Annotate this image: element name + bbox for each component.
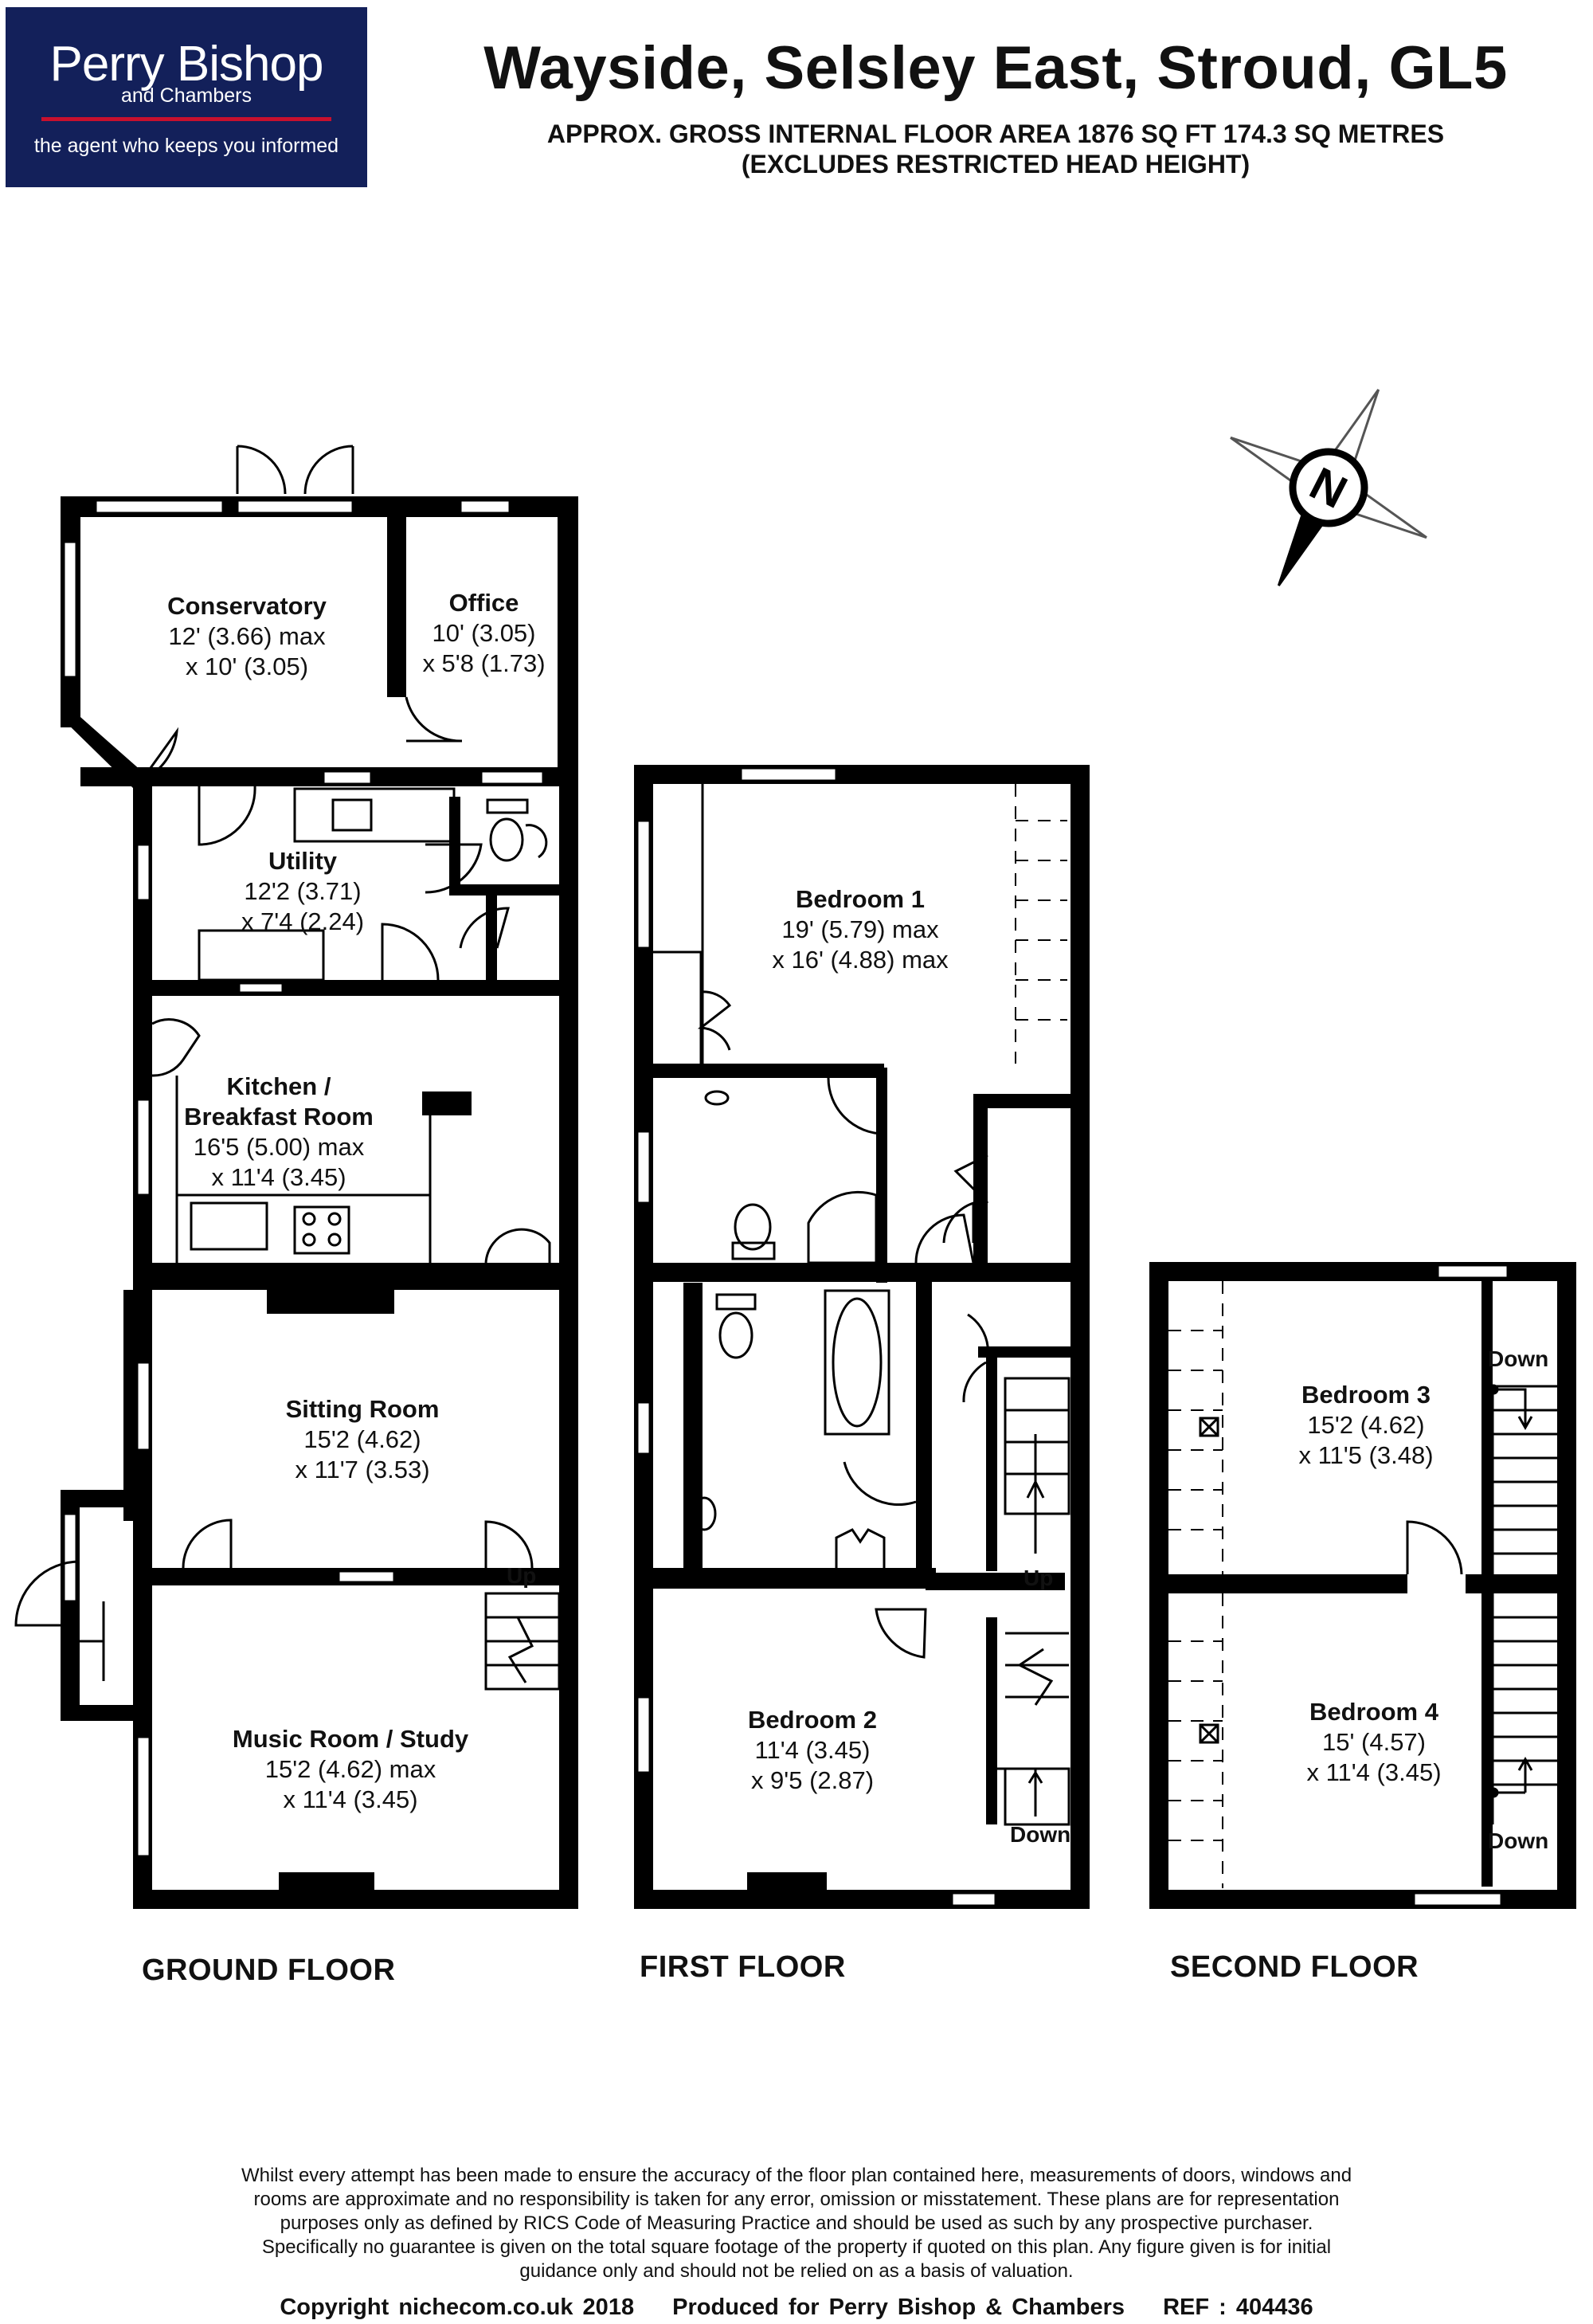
floor-label-second: SECOND FLOOR (1170, 1950, 1419, 1984)
floor-area-line1: APPROX. GROSS INTERNAL FLOOR AREA 1876 S… (546, 120, 1445, 148)
room-music-study: Music Room / Study 15'2 (4.62) max x 11'… (199, 1724, 502, 1815)
room-bedroom-3: Bedroom 3 15'2 (4.62) x 11'5 (3.48) (1266, 1380, 1466, 1471)
room-dimension: x 10' (3.05) (185, 653, 309, 680)
room-name-line2: Breakfast Room (184, 1103, 374, 1131)
footer-reference: REF : 404436 (1163, 2295, 1313, 2320)
room-dimension: x 5'8 (1.73) (422, 649, 546, 677)
room-name: Bedroom 2 (748, 1706, 877, 1734)
room-dimension: 15'2 (4.62) (303, 1425, 421, 1453)
logo-tagline: the agent who keeps you informed (33, 135, 339, 157)
property-title: Wayside, Selsley East, Stroud, GL5 (483, 34, 1508, 102)
footer-produced-for: Produced for Perry Bishop & Chambers (672, 2295, 1125, 2320)
room-name: Music Room / Study (232, 1725, 469, 1753)
room-conservatory: Conservatory 12' (3.66) max x 10' (3.05) (135, 591, 358, 682)
room-dimension: x 7'4 (2.24) (241, 907, 365, 935)
room-name: Bedroom 3 (1301, 1381, 1431, 1409)
footer-copyright: Copyright nichecom.co.uk 2018 (280, 2295, 635, 2320)
stairs-up-label: Up (1024, 1566, 1054, 1590)
room-bedroom-4: Bedroom 4 15' (4.57) x 11'4 (3.45) (1274, 1697, 1474, 1788)
room-dimension: x 11'4 (3.45) (1306, 1758, 1442, 1786)
room-name: Utility (268, 847, 338, 875)
footer: Copyright nichecom.co.uk 2018 Produced f… (0, 2295, 1593, 2321)
room-dimension: 11'4 (3.45) (754, 1736, 871, 1764)
disclaimer: Whilst every attempt has been made to en… (183, 2164, 1410, 2283)
stairs-down-label: Down (1010, 1822, 1071, 1847)
room-bedroom-1: Bedroom 1 19' (5.79) max x 16' (4.88) ma… (749, 884, 972, 975)
room-name: Bedroom 1 (796, 885, 925, 913)
logo-rule (41, 117, 331, 121)
room-dimension: 10' (3.05) (432, 619, 536, 647)
room-name: Office (448, 589, 519, 617)
room-dimension: x 11'5 (3.48) (1298, 1441, 1434, 1469)
room-office: Office 10' (3.05) x 5'8 (1.73) (410, 588, 558, 679)
room-dimension: 12'2 (3.71) (244, 877, 362, 905)
stairs-down-label: Down (1488, 1828, 1549, 1853)
room-bedroom-2: Bedroom 2 11'4 (3.45) x 9'5 (2.87) (721, 1705, 904, 1796)
north-compass-icon: N (1230, 389, 1427, 586)
room-utility: Utility 12'2 (3.71) x 7'4 (2.24) (207, 846, 398, 937)
room-name: Kitchen / (226, 1072, 331, 1100)
room-dimension: 15' (4.57) (1322, 1728, 1426, 1756)
ground-floor-plan (61, 496, 578, 1909)
room-name: Sitting Room (285, 1395, 440, 1423)
room-dimension: x 9'5 (2.87) (750, 1766, 875, 1794)
room-dimension: x 11'4 (3.45) (211, 1163, 346, 1191)
room-name: Bedroom 4 (1309, 1698, 1438, 1726)
floor-label-first: FIRST FLOOR (640, 1950, 846, 1984)
disclaimer-line: Specifically no guarantee is given on th… (261, 2236, 1332, 2258)
room-sitting: Sitting Room 15'2 (4.62) x 11'7 (3.53) (239, 1394, 486, 1485)
room-dimension: x 11'7 (3.53) (295, 1456, 430, 1483)
room-dimension: 15'2 (4.62) (1307, 1411, 1425, 1439)
disclaimer-line: guidance only and should not be relied o… (519, 2260, 1074, 2282)
room-dimension: 19' (5.79) max (781, 915, 939, 943)
floor-label-ground: GROUND FLOOR (142, 1954, 396, 1987)
room-dimension: 16'5 (5.00) max (193, 1133, 365, 1161)
disclaimer-line: Whilst every attempt has been made to en… (241, 2165, 1352, 2186)
floor-area-line2: (EXCLUDES RESTRICTED HEAD HEIGHT) (741, 150, 1251, 178)
stairs-down-label: Down (1488, 1346, 1549, 1371)
room-dimension: x 16' (4.88) max (772, 946, 949, 974)
room-dimension: 15'2 (4.62) max (264, 1755, 436, 1783)
logo-brand: Perry Bishop (49, 37, 324, 92)
room-dimension: x 11'4 (3.45) (283, 1785, 418, 1813)
room-name: Conservatory (167, 592, 327, 620)
agency-logo: Perry Bishop and Chambers the agent who … (6, 7, 367, 187)
room-dimension: 12' (3.66) max (168, 622, 326, 650)
disclaimer-line: rooms are approximate and no responsibil… (253, 2189, 1340, 2210)
logo-subbrand: and Chambers (121, 84, 252, 107)
stairs-up-label: Up (507, 1563, 537, 1588)
room-kitchen-breakfast: Kitchen / Breakfast Room 16'5 (5.00) max… (163, 1072, 394, 1193)
disclaimer-line: purposes only as defined by RICS Code of… (280, 2212, 1313, 2234)
